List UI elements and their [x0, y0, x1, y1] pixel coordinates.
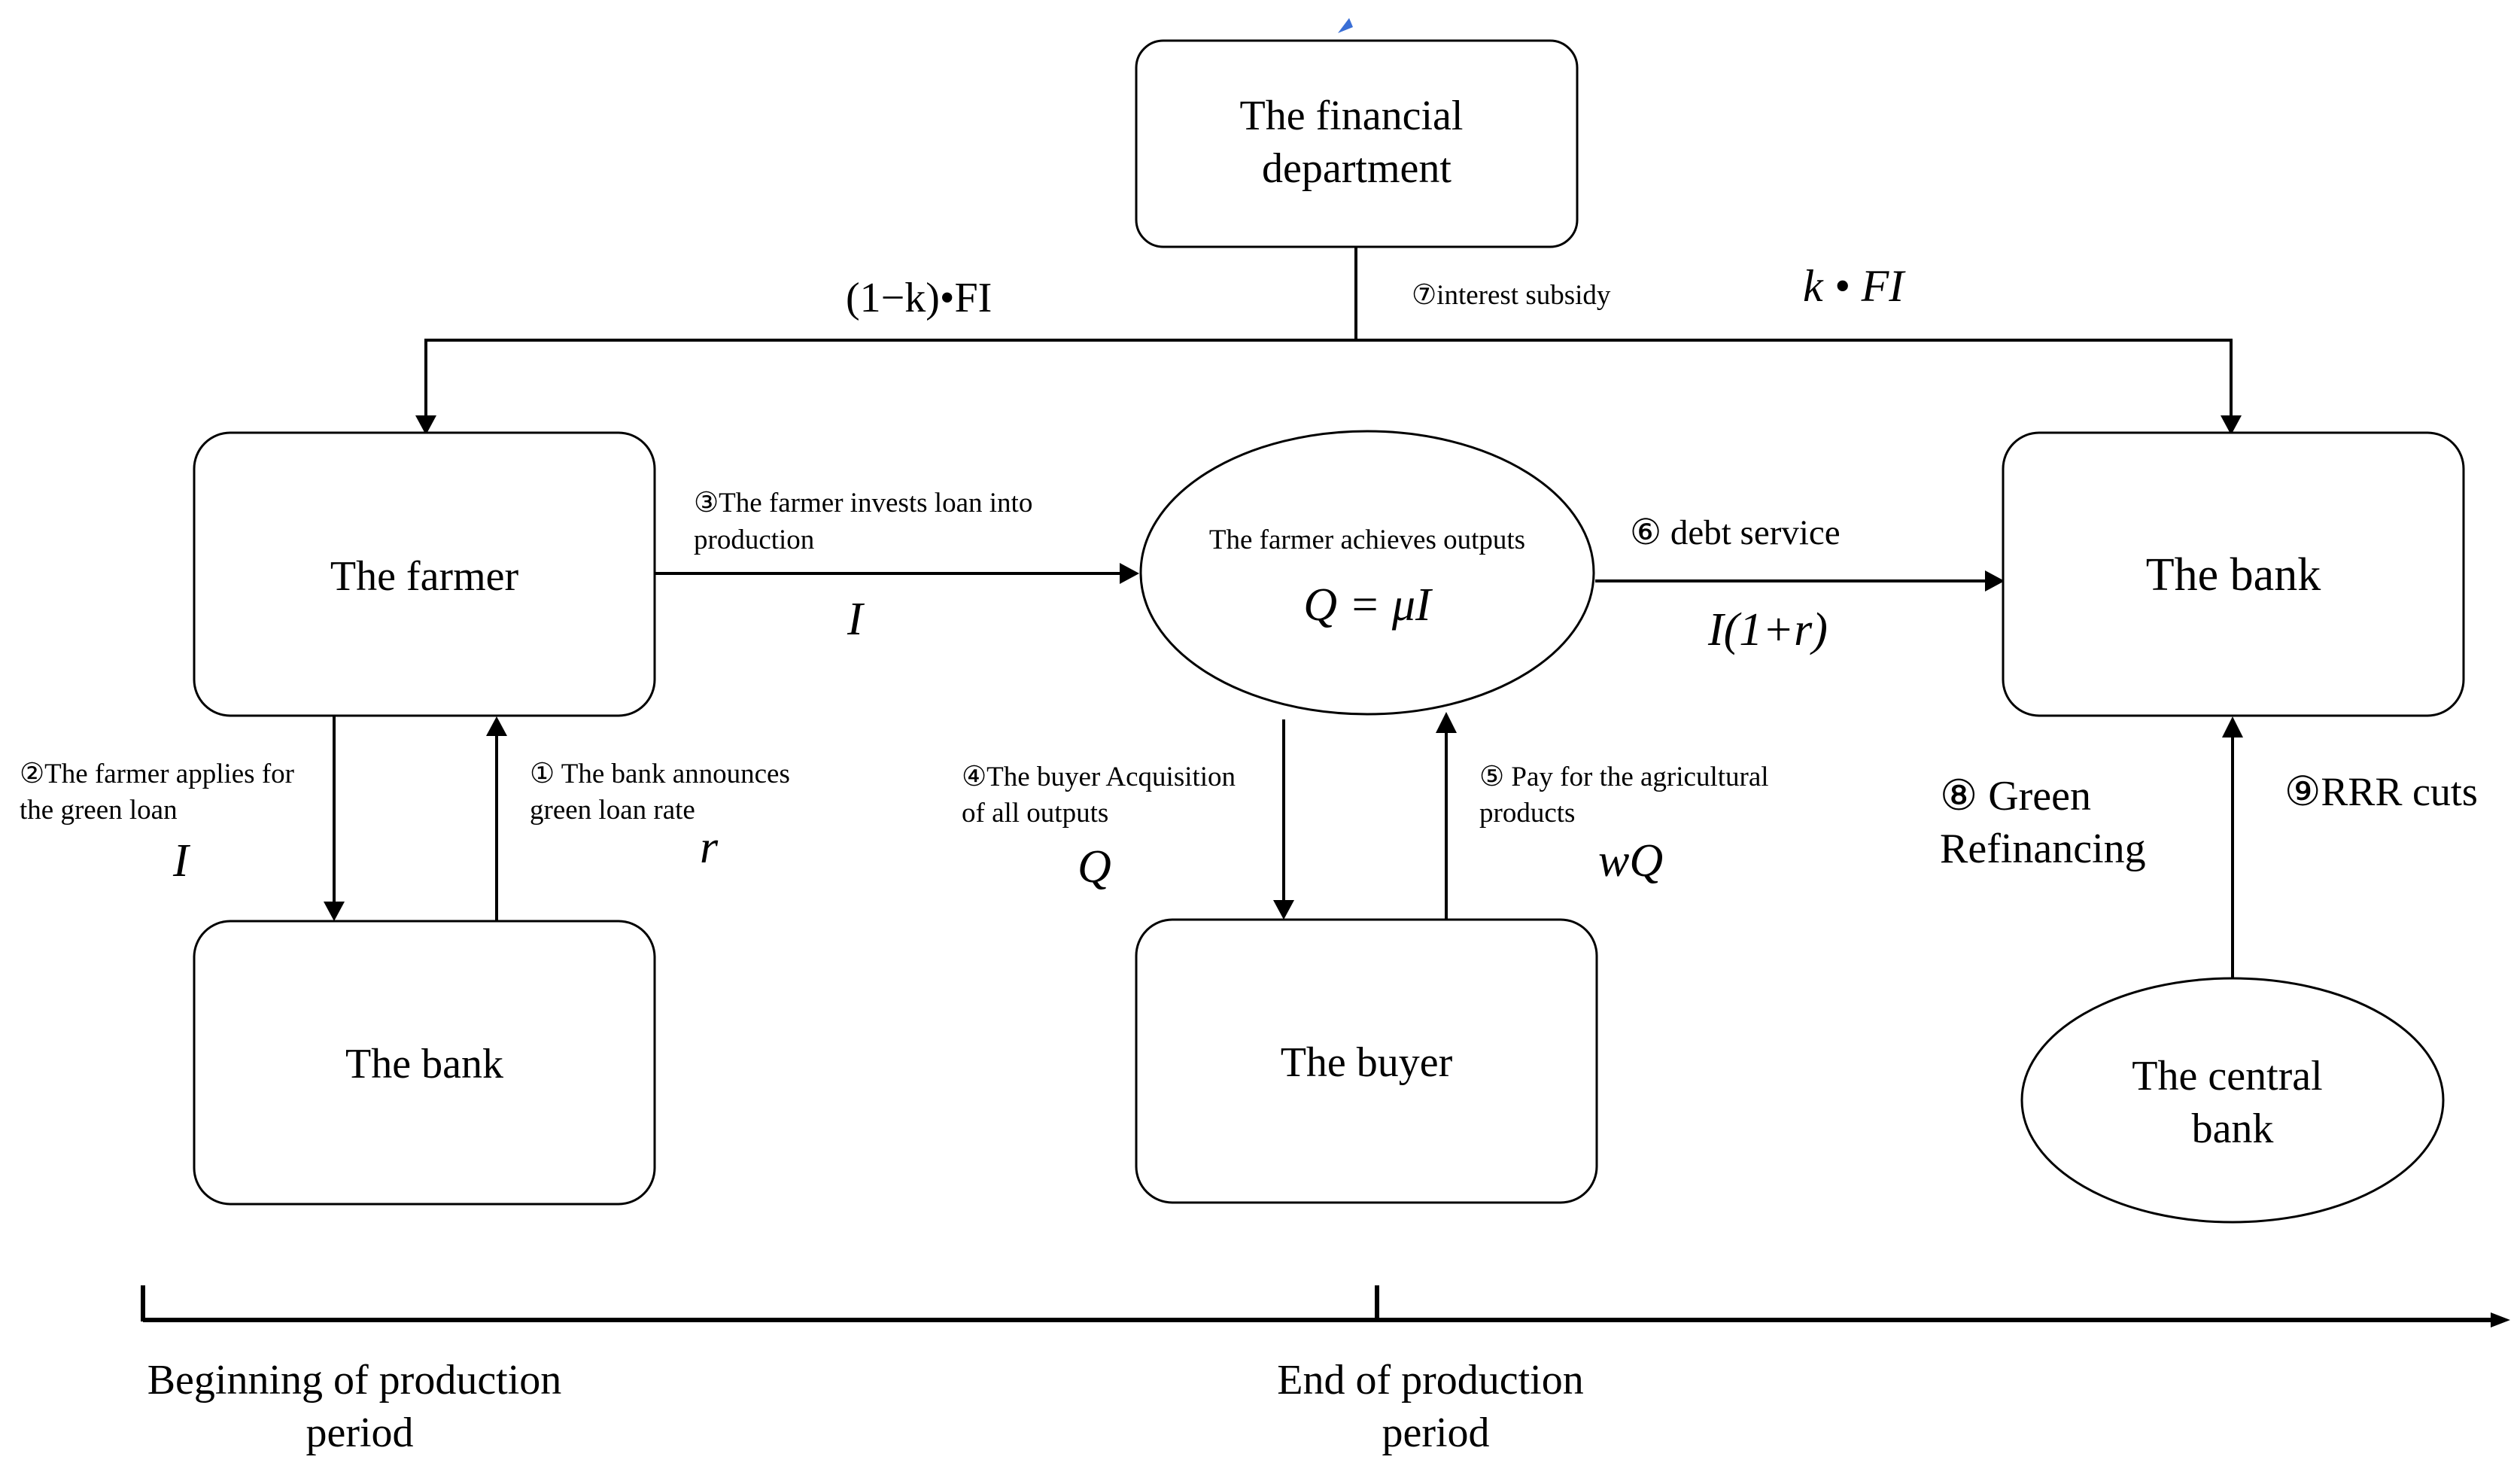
apply-loan-label-line2: the green loan	[20, 795, 178, 826]
bank-right-node: The bank	[2002, 431, 2465, 717]
debt-service-arrowhead	[1985, 570, 2005, 592]
invest-symbol: I	[847, 594, 865, 645]
svg-text:②The farmer applies for th: ②The farmer applies for the green loan	[20, 759, 301, 826]
timeline-end-line1: End of production	[1277, 1357, 1583, 1404]
announce-rate-label-line2: green loan rate	[530, 795, 695, 826]
central-bank-line1: The central	[2132, 1053, 2322, 1099]
farmer-node: The farmer	[193, 431, 656, 717]
refinancing-arrowhead	[2222, 716, 2243, 738]
bank-right-label: The bank	[2146, 549, 2321, 601]
bank-subsidy-share: k • FI	[1803, 261, 1906, 311]
payment-label-line2: products	[1479, 798, 1575, 829]
bank-left-label: The bank	[345, 1041, 503, 1087]
debt-service-label: ⑥ debt service	[1630, 513, 1841, 552]
blue-marker-icon	[1338, 18, 1353, 33]
acquisition-symbol: Q	[1078, 841, 1111, 893]
farmer-outputs-node: The farmer achieves outputs Q = μI	[1139, 430, 1595, 716]
financial-department-line2: department	[1262, 145, 1452, 192]
announce-rate-symbol: r	[700, 822, 719, 873]
announce-rate-arrowhead	[486, 716, 507, 736]
apply-loan-arrowhead	[324, 902, 345, 921]
invest-label-line1: ③The farmer invests loan into	[694, 488, 1032, 519]
acquisition-arrowhead	[1273, 900, 1294, 920]
subsidy-to-farmer-arrowhead	[415, 415, 436, 435]
payment-arrowhead	[1436, 712, 1457, 733]
farmer-label: The farmer	[330, 553, 519, 600]
announce-rate-label-line1: ① The bank announces	[530, 759, 790, 789]
interest-subsidy-label: ⑦interest subsidy	[1412, 280, 1611, 311]
central-bank-line2: bank	[2192, 1105, 2274, 1152]
svg-text:The financial department: The financial department	[1240, 93, 1474, 192]
invest-arrowhead	[1120, 563, 1139, 584]
debt-service-symbol: I(1+r)	[1707, 604, 1828, 655]
buyer-node: The buyer	[1135, 918, 1598, 1204]
svg-text:③The farmer invests loan into: ③The farmer invests loan into production	[694, 488, 1040, 555]
refinancing-label-line2: Refinancing	[1940, 826, 2146, 872]
payment-label-line1: ⑤ Pay for the agricultural	[1479, 762, 1769, 792]
svg-text:① The bank announces green: ① The bank announces green loan rate	[530, 759, 797, 826]
apply-loan-symbol: I	[172, 835, 191, 887]
apply-loan-label-line1: ②The farmer applies for	[20, 759, 294, 789]
rrr-cuts-label: ⑨RRR cuts	[2284, 769, 2478, 814]
financial-department-node: The financial department	[1135, 39, 1579, 248]
timeline-end-line2: period	[1382, 1410, 1489, 1456]
central-bank-node: The central bank	[2020, 977, 2445, 1224]
financial-department-line1: The financial	[1240, 93, 1464, 139]
svg-text:End of production period: End of production period	[1277, 1357, 1594, 1456]
svg-text:⑧ Green Refinancing: ⑧ Green Refinancing	[1940, 773, 2146, 872]
svg-text:④The buyer Acquisition of: ④The buyer Acquisition of all outputs	[962, 762, 1242, 829]
farmer-subsidy-share: (1−k)•FI	[846, 275, 992, 321]
timeline-start-line2: period	[306, 1410, 413, 1456]
farmer-outputs-formula: Q = μI	[1303, 579, 1433, 631]
buyer-label: The buyer	[1281, 1039, 1453, 1086]
invest-label-line2: production	[694, 525, 814, 555]
payment-symbol: wQ	[1598, 835, 1663, 887]
svg-text:⑤ Pay for the agricultural: ⑤ Pay for the agricultural products	[1479, 762, 1776, 829]
acquisition-label-line1: ④The buyer Acquisition	[962, 762, 1236, 792]
svg-text:The central bank: The central bank	[2132, 1053, 2333, 1152]
bank-left-node: The bank	[193, 920, 656, 1206]
timeline-start-line1: Beginning of production	[147, 1357, 562, 1404]
svg-text:Beginning of production pe: Beginning of production period	[147, 1357, 573, 1456]
acquisition-label-line2: of all outputs	[962, 798, 1108, 829]
subsidy-to-bank-arrowhead	[2221, 415, 2242, 435]
farmer-outputs-label: The farmer achieves outputs	[1209, 525, 1525, 555]
refinancing-label-line1: ⑧ Green	[1940, 773, 2091, 820]
timeline-arrowhead	[2491, 1312, 2510, 1328]
